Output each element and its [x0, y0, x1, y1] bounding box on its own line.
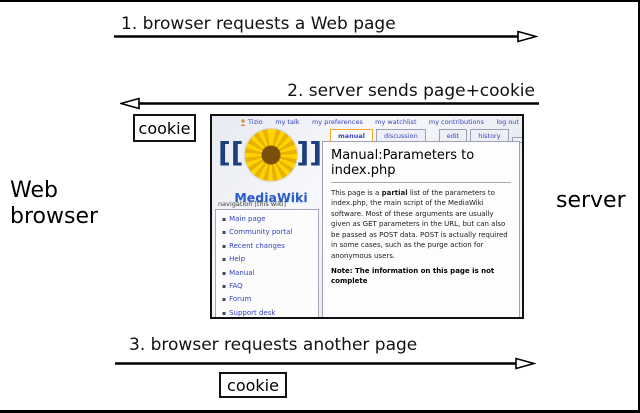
bullet-icon: ▪ [222, 309, 227, 317]
logo-bracket-left: [[ [218, 136, 244, 169]
cookie-label: cookie [227, 375, 279, 395]
cookie-box-2: cookie [219, 372, 287, 398]
article-title: Manual:Parameters to index.php [331, 148, 511, 183]
arrow-right-3 [115, 357, 536, 370]
sidebar-nav: ▪Main page ▪Community portal ▪Recent cha… [215, 209, 319, 317]
my-talk-link[interactable]: my talk [275, 118, 300, 126]
sidebar-item-recent-changes[interactable]: ▪Recent changes [222, 241, 285, 250]
mediawiki-page-screenshot: Tizio my talk my preferences my watchlis… [210, 114, 524, 319]
bullet-icon: ▪ [222, 282, 227, 290]
message-3-label: 3. browser requests another page [129, 335, 418, 355]
article-paragraph: This page is a partial list of the param… [331, 188, 508, 260]
server-label: server [556, 188, 626, 213]
bullet-icon: ▪ [222, 296, 227, 304]
log-out-link[interactable]: log out [496, 118, 519, 126]
person-icon [240, 118, 246, 126]
sidebar-item-faq[interactable]: ▪FAQ [222, 281, 243, 290]
web-browser-label: Web browser [10, 178, 99, 229]
mediawiki-wordmark: MediaWiki [234, 190, 308, 205]
message-1-label: 1. browser requests a Web page [121, 14, 396, 34]
article-content: Manual:Parameters to index.php This page… [322, 141, 520, 317]
bullet-icon: ▪ [222, 242, 227, 250]
sunflower-icon [245, 129, 297, 181]
cookie-box-1: cookie [133, 114, 196, 142]
sidebar-item-forum[interactable]: ▪Forum [222, 295, 252, 304]
sidebar-item-main-page[interactable]: ▪Main page [222, 215, 266, 223]
message-2-label: 2. server sends page+cookie [287, 81, 535, 101]
mediawiki-logo[interactable]: [[ ]] MediaWiki [216, 129, 326, 205]
user-name[interactable]: Tizio [248, 118, 263, 126]
my-preferences-link[interactable]: my preferences [311, 118, 363, 126]
arrow-left-2 [120, 97, 539, 110]
personal-bar: Tizio my talk my preferences my watchlis… [240, 118, 519, 126]
logo-bracket-right: ]] [296, 136, 322, 169]
bullet-icon: ▪ [222, 269, 227, 277]
sidebar-nav-header: navigation [this wiki] [218, 200, 287, 208]
article-note: Note: The information on this page is no… [331, 267, 495, 286]
arrow-right-1 [114, 30, 538, 43]
sidebar-item-help[interactable]: ▪Help [222, 255, 246, 264]
bullet-icon: ▪ [222, 256, 227, 264]
my-watchlist-link[interactable]: my watchlist [375, 118, 417, 126]
my-contributions-link[interactable]: my contributions [428, 118, 484, 126]
bullet-icon: ▪ [222, 216, 227, 223]
cookie-label: cookie [138, 118, 191, 138]
user-link[interactable]: Tizio [240, 118, 263, 126]
bullet-icon: ▪ [222, 229, 227, 237]
sidebar-item-community-portal[interactable]: ▪Community portal [222, 228, 293, 237]
sidebar-item-manual[interactable]: ▪Manual [222, 268, 255, 277]
sidebar-item-support-desk[interactable]: ▪Support desk [222, 308, 276, 317]
